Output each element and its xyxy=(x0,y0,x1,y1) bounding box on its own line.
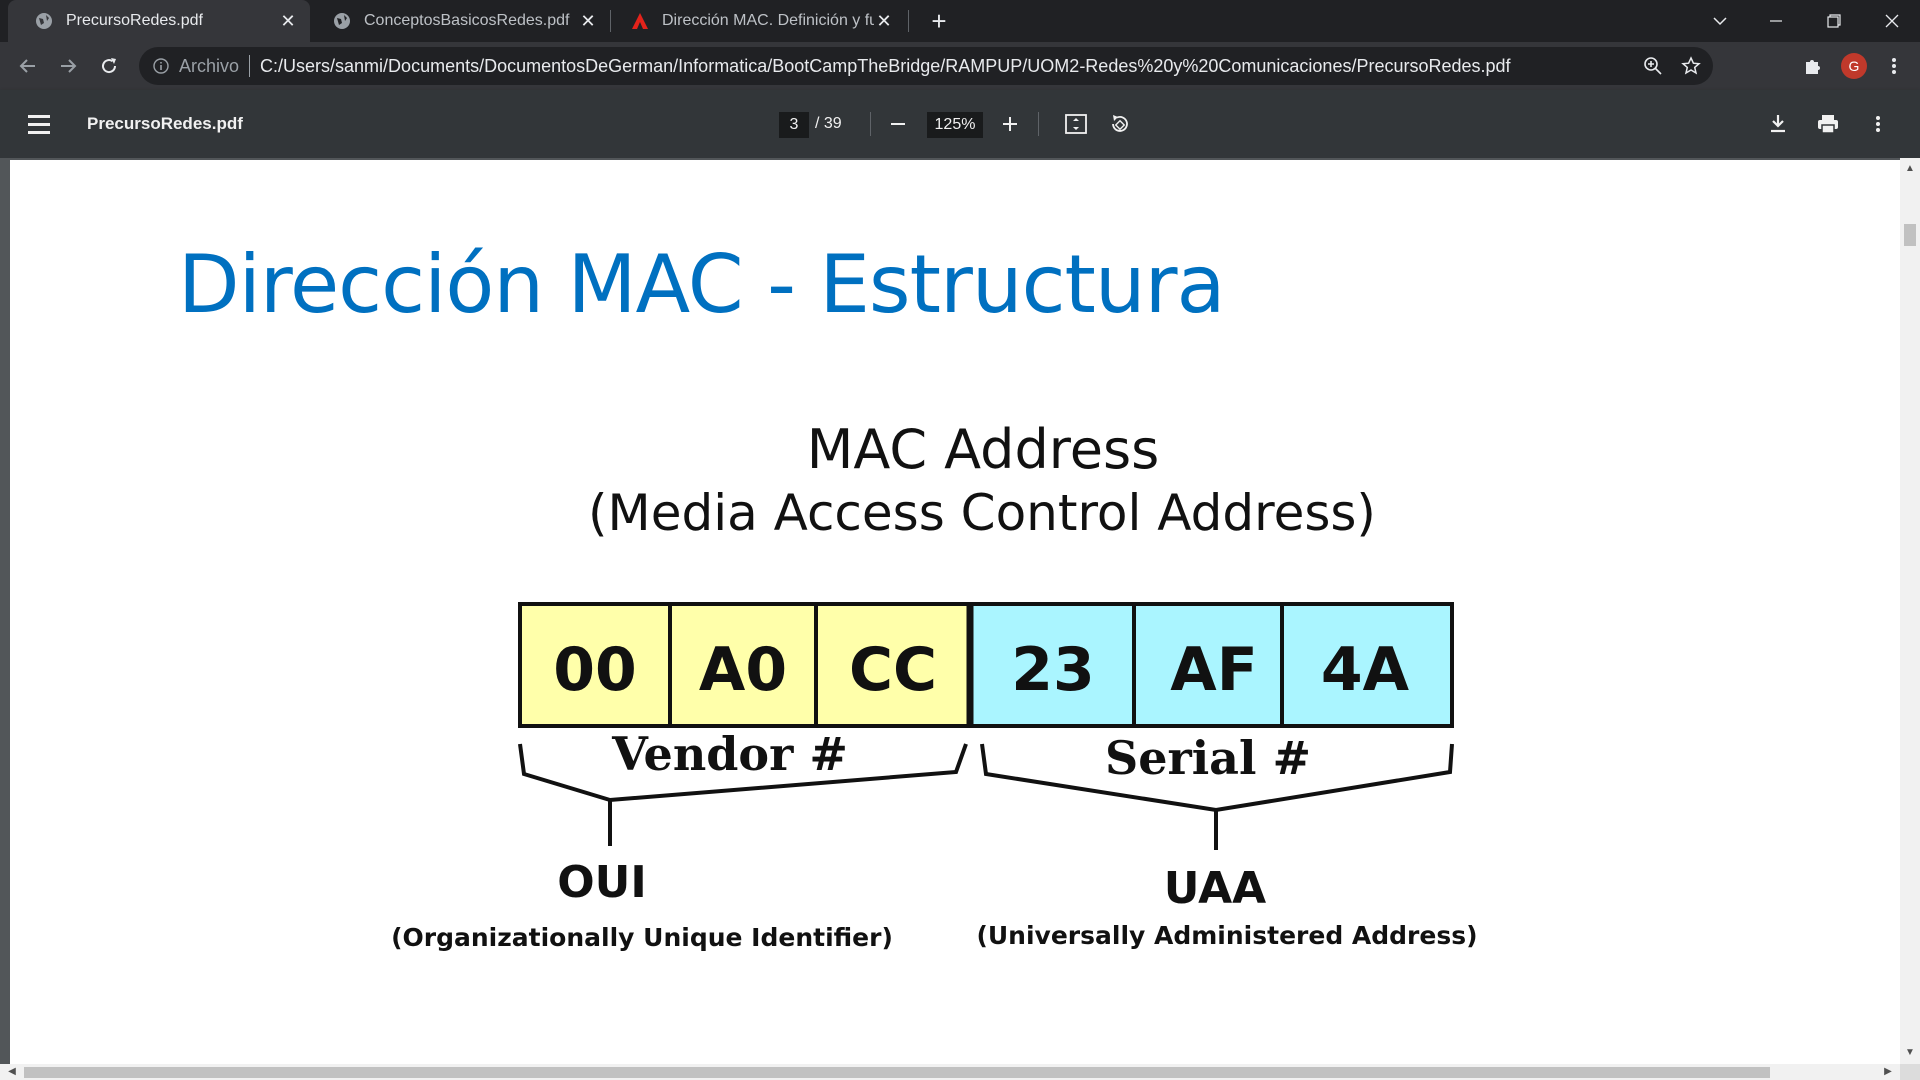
vertical-scrollbar[interactable]: ▲ ▼ xyxy=(1900,158,1920,1064)
page-number-input[interactable]: 3 xyxy=(779,112,809,138)
octet-box xyxy=(968,602,1136,728)
uaa-label: UAA xyxy=(1164,863,1266,914)
tab-title: Dirección MAC. Definición y func xyxy=(662,12,874,29)
tab-title: PrecursoRedes.pdf xyxy=(66,12,203,29)
vertical-scroll-thumb[interactable] xyxy=(1904,224,1916,246)
tab-separator xyxy=(610,10,611,32)
tab-search-icon[interactable] xyxy=(1692,0,1748,42)
acrobat-icon xyxy=(630,11,650,31)
horizontal-scroll-thumb[interactable] xyxy=(24,1067,1770,1078)
uaa-description: (Universally Administered Address) xyxy=(976,921,1477,950)
globe-icon xyxy=(34,11,54,31)
close-tab-icon[interactable]: ✕ xyxy=(876,10,892,31)
scroll-right-icon[interactable]: ▶ xyxy=(1884,1066,1892,1077)
tab-conceptosbasicos[interactable]: ConceptosBasicosRedes.pdf ✕ xyxy=(306,0,610,42)
reload-button[interactable] xyxy=(93,50,125,82)
toolbar-divider xyxy=(870,112,871,136)
horizontal-scrollbar[interactable]: ◀ ▶ xyxy=(0,1064,1920,1080)
slide-title: Dirección MAC - Estructura xyxy=(178,238,1226,331)
pdf-more-icon[interactable] xyxy=(1862,108,1894,140)
bookmark-star-icon[interactable] xyxy=(1675,50,1707,82)
pdf-viewer[interactable]: Dirección MAC - Estructura MAC Address (… xyxy=(0,158,1920,1080)
octet-label: 00 xyxy=(553,635,637,705)
octet-box xyxy=(1132,602,1284,728)
pdf-page: Dirección MAC - Estructura MAC Address (… xyxy=(10,160,1900,1064)
scroll-down-icon[interactable]: ▼ xyxy=(1905,1047,1915,1058)
download-icon[interactable] xyxy=(1762,108,1794,140)
serial-octets xyxy=(968,602,1454,728)
url-text[interactable]: C:/Users/sanmi/Documents/DocumentosDeGer… xyxy=(260,55,1511,76)
page-total: / 39 xyxy=(815,115,842,132)
close-tab-icon[interactable]: ✕ xyxy=(580,10,596,31)
scroll-up-icon[interactable]: ▲ xyxy=(1905,163,1915,174)
site-chip: Archivo xyxy=(179,55,240,76)
diagram-subheading: (Media Access Control Address) xyxy=(588,484,1376,542)
chip-divider xyxy=(249,55,251,77)
octet-label: AF xyxy=(1170,635,1257,705)
close-window-button[interactable] xyxy=(1864,0,1920,42)
pdf-toolbar: PrecursoRedes.pdf 3 / 39 125% xyxy=(0,90,1920,158)
oui-description: (Organizationally Unique Identifier) xyxy=(391,923,893,952)
toolbar-divider xyxy=(1038,112,1039,136)
tab-title: ConceptosBasicosRedes.pdf xyxy=(364,12,570,29)
tab-direccion-mac[interactable]: Dirección MAC. Definición y func ✕ xyxy=(604,0,906,42)
zoom-out-button[interactable] xyxy=(882,108,914,140)
octet-box xyxy=(1280,602,1454,728)
fit-page-icon[interactable] xyxy=(1060,108,1092,140)
pdf-document-title: PrecursoRedes.pdf xyxy=(87,114,243,133)
zoom-in-button[interactable] xyxy=(994,108,1026,140)
serial-label: Serial # xyxy=(1105,731,1311,785)
scroll-corner xyxy=(1900,1064,1920,1080)
octet-label: 23 xyxy=(1011,635,1095,705)
browser-toolbar: Archivo C:/Users/sanmi/Documents/Documen… xyxy=(0,42,1920,90)
oui-label: OUI xyxy=(557,857,647,908)
octet-label: 4A xyxy=(1321,635,1410,705)
tab-strip: PrecursoRedes.pdf ✕ ConceptosBasicosRede… xyxy=(0,0,1920,42)
rotate-icon[interactable] xyxy=(1104,108,1136,140)
info-icon[interactable] xyxy=(151,56,171,76)
zoom-icon[interactable] xyxy=(1637,50,1669,82)
octet-label: CC xyxy=(849,635,937,705)
address-bar[interactable]: Archivo C:/Users/sanmi/Documents/Documen… xyxy=(139,47,1713,85)
globe-icon xyxy=(332,11,352,31)
forward-button[interactable] xyxy=(52,50,84,82)
scroll-left-icon[interactable]: ◀ xyxy=(8,1066,16,1077)
extensions-icon[interactable] xyxy=(1797,50,1829,82)
vendor-label: Vendor # xyxy=(611,727,848,781)
diagram-heading: MAC Address xyxy=(807,418,1160,481)
restore-button[interactable] xyxy=(1806,0,1862,42)
more-menu-icon[interactable] xyxy=(1878,50,1910,82)
profile-avatar[interactable]: G xyxy=(1841,53,1867,79)
mac-address-diagram: MAC Address (Media Access Control Addres… xyxy=(391,418,1477,952)
print-icon[interactable] xyxy=(1812,108,1844,140)
tab-separator xyxy=(908,10,909,32)
zoom-level-input[interactable]: 125% xyxy=(927,112,983,138)
close-tab-icon[interactable]: ✕ xyxy=(280,10,296,31)
new-tab-button[interactable]: + xyxy=(931,6,947,36)
octet-label: A0 xyxy=(699,635,787,705)
octet-box xyxy=(668,602,818,728)
tab-precursoredes[interactable]: PrecursoRedes.pdf ✕ xyxy=(8,0,310,42)
back-button[interactable] xyxy=(12,50,44,82)
octet-box xyxy=(814,602,972,728)
sidebar-menu-button[interactable] xyxy=(28,110,56,138)
minimize-button[interactable] xyxy=(1748,0,1804,42)
vendor-octets xyxy=(518,602,972,728)
